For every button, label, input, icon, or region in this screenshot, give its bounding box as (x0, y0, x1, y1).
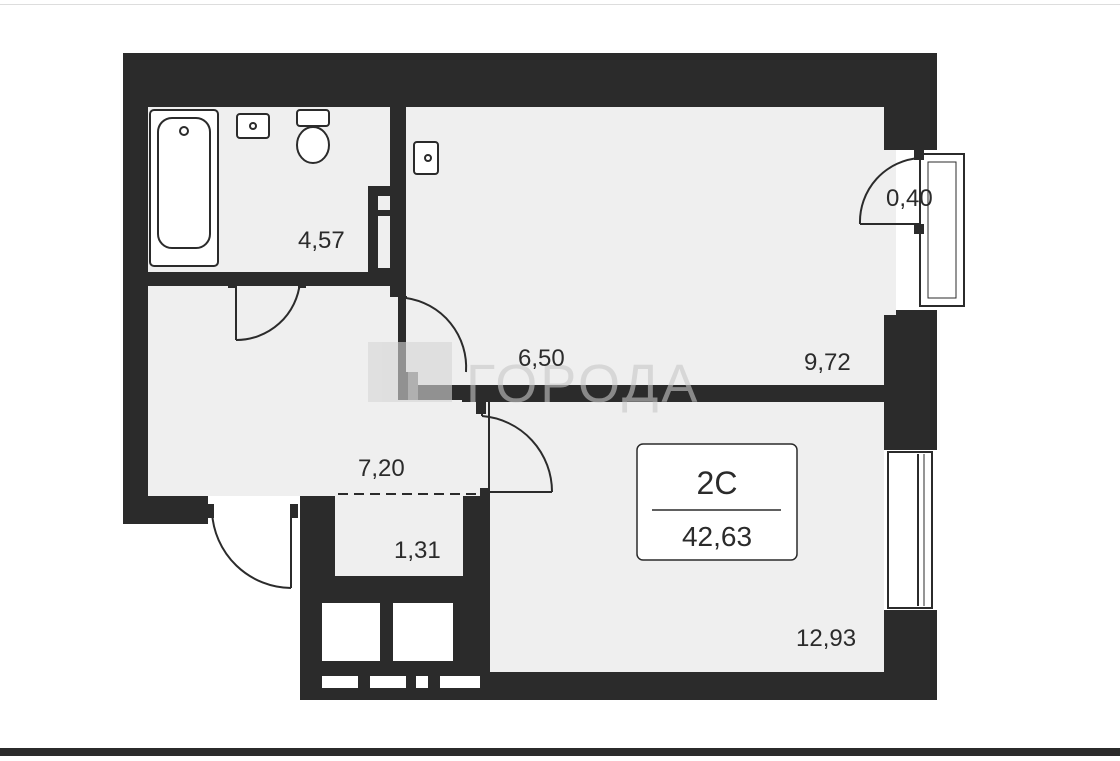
outside-lower-left (123, 524, 307, 700)
unit-type: 2С (697, 465, 738, 501)
jamb (290, 504, 298, 518)
jamb (398, 290, 406, 300)
kitchen-sink-drain (424, 154, 432, 162)
door-jambs (206, 150, 924, 518)
shaft-block (393, 603, 453, 661)
toilet-bowl (296, 126, 330, 164)
unit-total-area: 42,63 (682, 521, 752, 552)
shaft-slot (322, 676, 358, 688)
jamb (206, 504, 214, 518)
duct-inner-2 (378, 216, 390, 268)
jamb (476, 402, 486, 414)
wall-storage-bottom (335, 576, 463, 596)
floors (123, 53, 937, 700)
room-area-kitchen: 6,50 (518, 345, 565, 372)
shaft-slot (440, 676, 480, 688)
wall-right-bedroom-2 (884, 610, 937, 700)
top-border-line (0, 4, 1120, 5)
wall-storage-left (300, 496, 335, 700)
door-swing (235, 281, 301, 342)
unit-badge-frame (636, 443, 798, 561)
jamb (914, 150, 924, 160)
wall-bath-bottom-left (148, 272, 234, 286)
watermark-logo-mark (368, 342, 452, 402)
room-area-balcony: 0,40 (886, 185, 933, 212)
windows (887, 153, 965, 609)
watermark-text: ГОРОДА (466, 354, 700, 414)
shaft-slot (370, 676, 406, 688)
wall-right-bedroom (884, 402, 937, 450)
toilet-tank (296, 109, 330, 127)
unit-badge: 2С 42,63 (636, 443, 798, 561)
sink-drain (249, 122, 257, 130)
living-floor-right (884, 150, 896, 315)
fixtures (149, 109, 439, 267)
room-area-bathroom: 4,57 (298, 227, 345, 254)
shaft-block (322, 603, 380, 661)
jamb (480, 488, 490, 496)
wall-storage-right (463, 496, 490, 672)
entrance-door-swing (211, 511, 292, 589)
balcony-window-inner (927, 161, 957, 299)
doors (211, 157, 921, 589)
wall-bath-living (390, 107, 406, 297)
room-area-hallway: 7,20 (358, 455, 405, 482)
wall-kitchen-bedroom (462, 385, 884, 402)
door-swing (481, 415, 554, 493)
room-area-bedroom: 12,93 (796, 625, 856, 652)
bathtub-drain (179, 126, 189, 136)
bedroom-window (887, 451, 933, 609)
shaft-blocks (322, 603, 480, 688)
wall-notch-top-right (905, 53, 937, 63)
door-swing (405, 297, 468, 373)
wall-left-lower (123, 496, 208, 524)
room-area-living: 9,72 (804, 349, 851, 376)
jamb (298, 272, 306, 288)
watermark: ГОРОДА (368, 342, 700, 414)
jamb (914, 224, 924, 234)
storage-floor (335, 496, 463, 576)
wall-bath-bottom-right (304, 272, 398, 286)
bottom-bar (0, 748, 1120, 756)
duct-inner (378, 196, 390, 210)
balcony-door-swing (858, 157, 921, 225)
bathtub-inner (157, 117, 211, 249)
hallway-floor (148, 286, 398, 496)
jamb (228, 272, 236, 288)
interior-walls (123, 107, 937, 700)
living-floor (406, 107, 884, 385)
room-area-storage: 1,31 (394, 537, 441, 564)
shaft-slot (416, 676, 428, 688)
room-labels: 4,57 6,50 9,72 0,40 7,20 1,31 12,93 (298, 185, 933, 652)
hallway-floor-ext (398, 400, 488, 496)
